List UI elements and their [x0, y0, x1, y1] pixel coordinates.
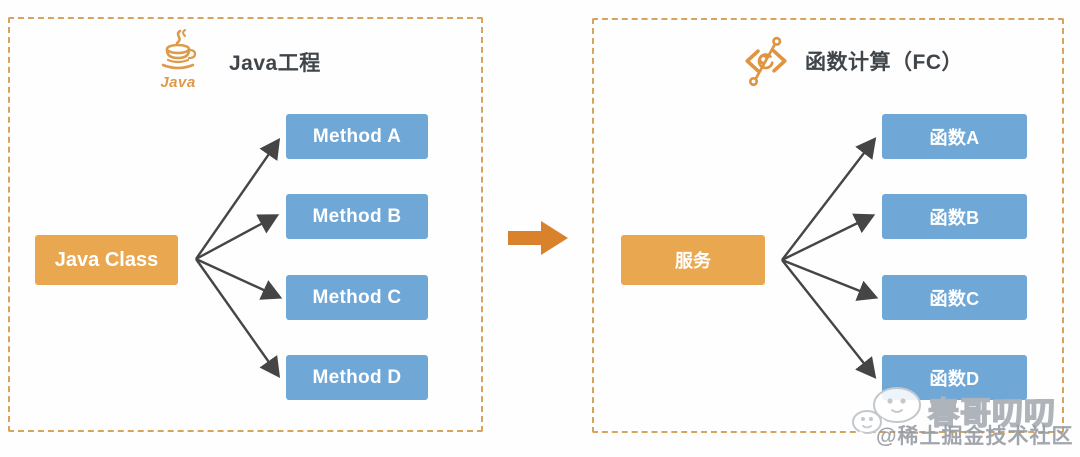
java-project-panel: Java Java工程 Java Class Method A Method B… [8, 17, 483, 432]
function-a-node: 函数A [882, 114, 1027, 159]
method-c-node: Method C [286, 275, 428, 320]
java-logo-icon: Java [153, 29, 203, 91]
java-project-header: Java Java工程 [153, 29, 321, 91]
function-compute-panel: 函数计算（FC） 服务 函数A 函数B 函数C 函数D [592, 18, 1064, 433]
method-b-node: Method B [286, 194, 428, 239]
method-a-node: Method A [286, 114, 428, 159]
function-c-node: 函数C [882, 275, 1027, 320]
function-d-node: 函数D [882, 355, 1027, 400]
function-compute-header: 函数计算（FC） [741, 34, 963, 88]
transform-arrow-icon [508, 221, 568, 255]
method-d-node: Method D [286, 355, 428, 400]
service-node: 服务 [621, 235, 765, 285]
function-b-node: 函数B [882, 194, 1027, 239]
function-compute-icon [745, 36, 787, 87]
java-logo-caption: Java [160, 74, 196, 91]
java-class-node: Java Class [35, 235, 178, 285]
java-project-title: Java工程 [229, 52, 321, 75]
function-compute-title: 函数计算（FC） [805, 51, 963, 74]
